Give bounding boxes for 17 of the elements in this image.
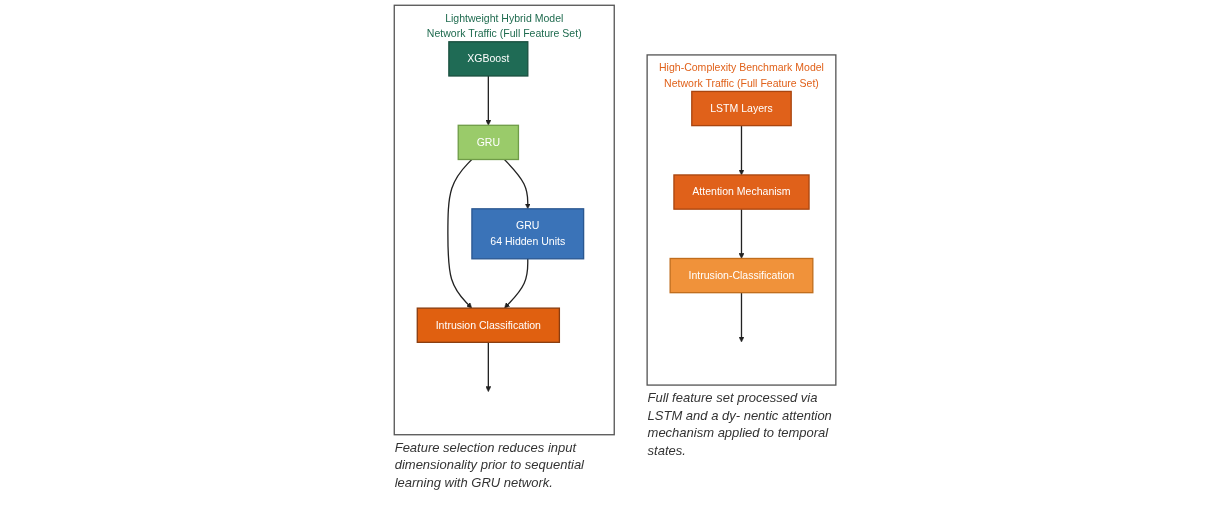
arrow [447,158,473,309]
caption-text: Full feature set processed via LSTM and a dy- nentic attention mechanism applied to temporal states. [647,389,833,460]
node-box: Attention Mechanism [673,174,811,210]
node-box: XGBoost [448,41,529,77]
node-box: Intrusion Classification [417,307,561,343]
arrow [739,124,745,176]
arrow [739,208,745,259]
arrow [504,158,532,210]
node-box: GRU [458,124,520,161]
arrow [739,292,745,343]
node-box: GRU 64 Hidden Units [471,208,585,260]
caption-text: Feature selection reduces input dimensionality prior to sequential learning with GRU network. [394,438,585,492]
arrow [485,341,492,392]
node-box: LSTM Layers [691,90,793,127]
node-box: Intrusion-Classification [669,257,814,294]
arrow [504,258,529,309]
arrow [485,75,492,126]
